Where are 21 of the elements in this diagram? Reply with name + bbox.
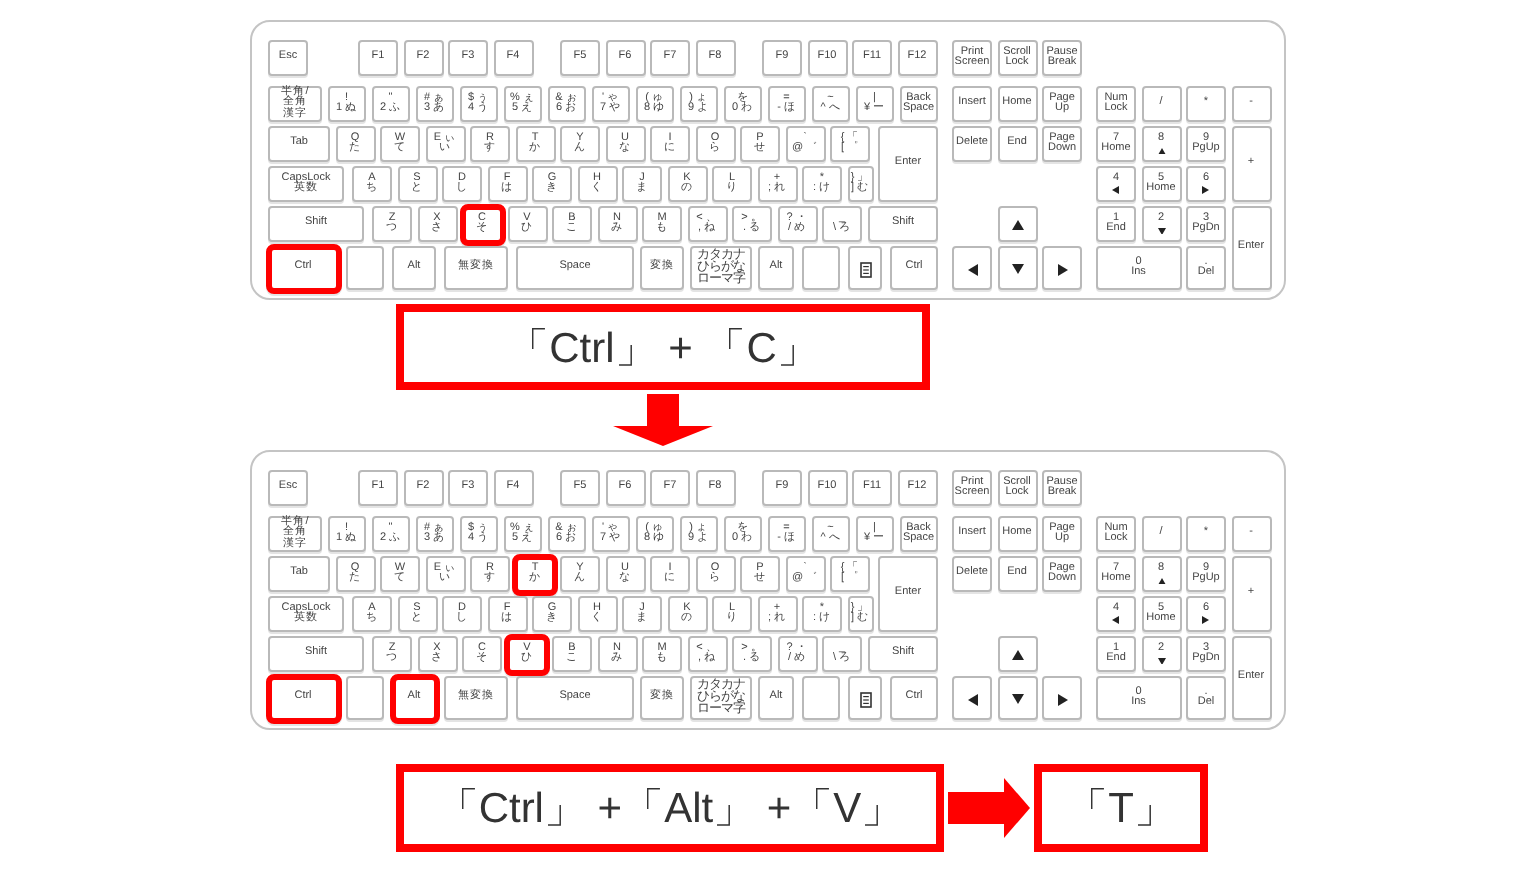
keyboard-key [997,676,1037,720]
shortcut-box: 「Ctrl」 +「Alt」 +「V」 [396,764,944,852]
arrow [948,778,1030,838]
arrow [613,394,713,446]
keyboard-key [848,676,882,720]
keyboard-key [848,246,882,290]
keyboard-key [802,246,840,290]
shortcut-box: 「Ctrl」 + 「C」 [396,304,930,390]
keyboard [250,450,1286,730]
keyboard-key [997,246,1037,290]
keyboard-key [997,636,1037,672]
keyboard-key [802,676,840,720]
shortcut-box: 「T」 [1034,764,1208,852]
keyboard-key [346,676,384,720]
keyboard-key [997,206,1037,242]
keyboard-key [346,246,384,290]
keyboard-key [1042,246,1082,290]
keyboard-key [952,676,992,720]
keyboard-key [1042,676,1082,720]
keyboard-key [952,246,992,290]
keyboard [250,20,1286,300]
